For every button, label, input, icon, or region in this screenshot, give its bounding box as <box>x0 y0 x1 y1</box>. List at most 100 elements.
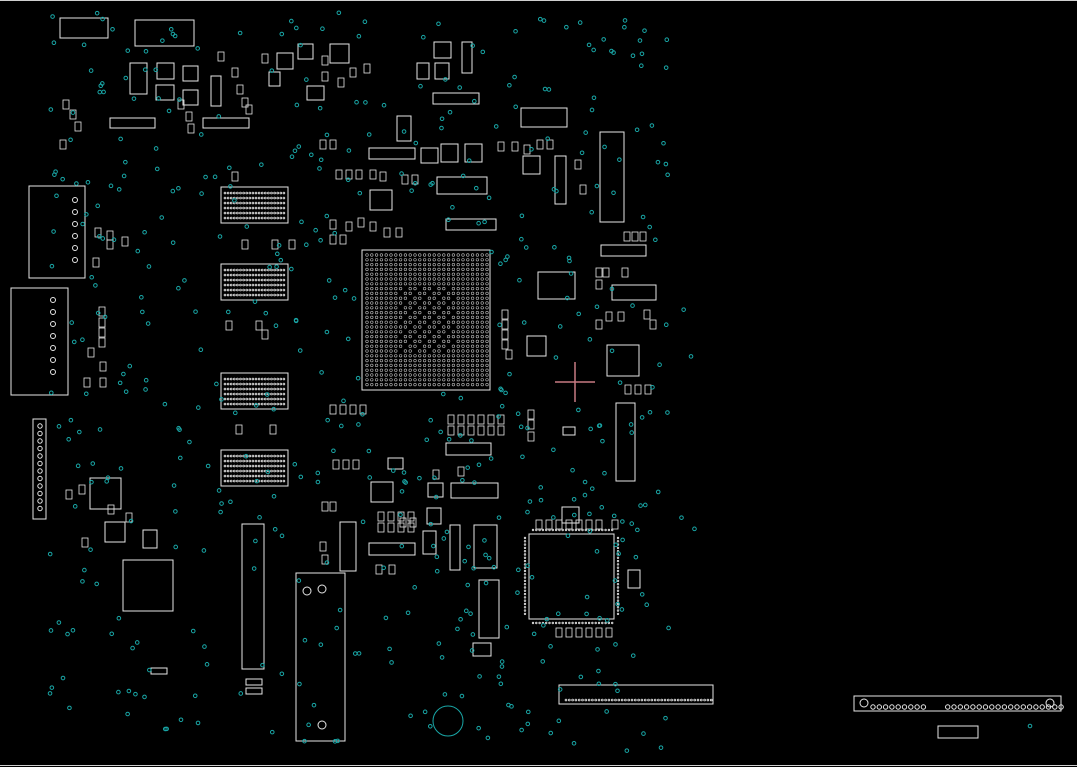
passive-component <box>225 320 233 331</box>
bga-ball <box>432 253 436 257</box>
via <box>263 310 269 316</box>
bga-ball <box>437 354 441 358</box>
memory-ball <box>279 382 283 386</box>
via <box>468 611 473 616</box>
via <box>299 219 304 225</box>
connector-pin <box>690 698 693 702</box>
bga-ball <box>389 296 393 300</box>
component-outline <box>433 41 452 59</box>
bga-ball <box>403 282 408 286</box>
bga-ball <box>418 296 422 300</box>
connector-pin <box>37 438 43 444</box>
bga-ball <box>466 287 470 291</box>
via <box>228 184 233 189</box>
bga-ball <box>370 378 374 382</box>
memory-ball <box>226 474 230 478</box>
memory-ball <box>257 402 261 406</box>
via <box>597 615 602 621</box>
memory-ball <box>248 196 252 200</box>
component-outline <box>396 115 412 142</box>
qfp-pin <box>616 612 620 616</box>
bga-ball <box>456 306 460 310</box>
via <box>324 132 330 138</box>
via <box>616 551 621 557</box>
via <box>168 26 174 32</box>
bga-ball <box>418 320 422 324</box>
qfp-pin <box>523 596 527 599</box>
via <box>552 244 557 250</box>
bga-ball <box>384 320 388 324</box>
via <box>589 209 594 215</box>
bga-ball <box>451 373 456 377</box>
connector-pin <box>597 698 601 702</box>
bga-ball <box>480 315 484 320</box>
memory-ball <box>263 293 267 297</box>
passive-component <box>497 141 505 152</box>
bga-ball <box>480 335 484 339</box>
component-outline <box>426 507 442 525</box>
bga-ball <box>475 320 480 324</box>
memory-ball <box>229 191 233 195</box>
component-outline <box>464 143 483 163</box>
via <box>279 533 285 539</box>
bga-ball <box>466 263 470 267</box>
via <box>97 89 103 95</box>
memory-ball <box>254 268 258 272</box>
memory-ball <box>257 474 261 478</box>
bga-ball <box>437 344 441 348</box>
passive-component <box>106 239 114 250</box>
qfp-pin <box>551 621 555 625</box>
passive-component <box>363 63 371 74</box>
bga-ball <box>427 330 432 334</box>
via <box>663 65 669 70</box>
via <box>269 68 275 73</box>
via <box>604 618 610 623</box>
via <box>319 370 324 375</box>
memory-ball <box>270 469 273 473</box>
component-outline <box>520 107 568 128</box>
passive-component <box>523 144 531 155</box>
bga-ball <box>399 373 403 377</box>
via <box>93 283 98 288</box>
via <box>100 16 105 22</box>
via <box>176 285 181 291</box>
component-outline <box>104 521 126 543</box>
connector-pin <box>970 704 976 710</box>
connector-outline <box>28 185 86 279</box>
bga-ball <box>475 363 480 368</box>
bga-ball <box>365 320 369 324</box>
via <box>176 425 181 431</box>
bga-ball <box>379 287 384 291</box>
memory-ball <box>254 273 258 277</box>
via <box>485 735 491 741</box>
connector-pin <box>1001 704 1008 710</box>
bga-ball <box>365 301 369 305</box>
bga-ball <box>485 339 489 344</box>
qfp-pin <box>616 569 620 573</box>
via <box>198 347 204 353</box>
memory-ball <box>245 211 249 215</box>
via <box>332 295 338 300</box>
passive-component <box>357 217 365 228</box>
passive-component <box>231 171 239 182</box>
bga-ball <box>394 359 398 363</box>
memory-ball <box>282 278 286 282</box>
bga-ball <box>418 378 422 382</box>
qfp-pin <box>594 621 597 625</box>
passive-component <box>269 424 277 435</box>
bga-ball <box>384 339 388 344</box>
passive-component <box>575 519 583 530</box>
via <box>596 681 602 687</box>
via <box>325 417 330 423</box>
via <box>218 509 223 515</box>
component-outline <box>156 62 175 80</box>
memory-ball <box>257 206 261 210</box>
memory-ball <box>251 382 255 386</box>
bga-ball <box>365 363 369 368</box>
connector-pin <box>50 321 56 327</box>
passive-component <box>397 522 405 533</box>
bga-ball <box>403 378 408 382</box>
bga-ball <box>423 282 427 286</box>
memory-ball <box>242 273 245 277</box>
